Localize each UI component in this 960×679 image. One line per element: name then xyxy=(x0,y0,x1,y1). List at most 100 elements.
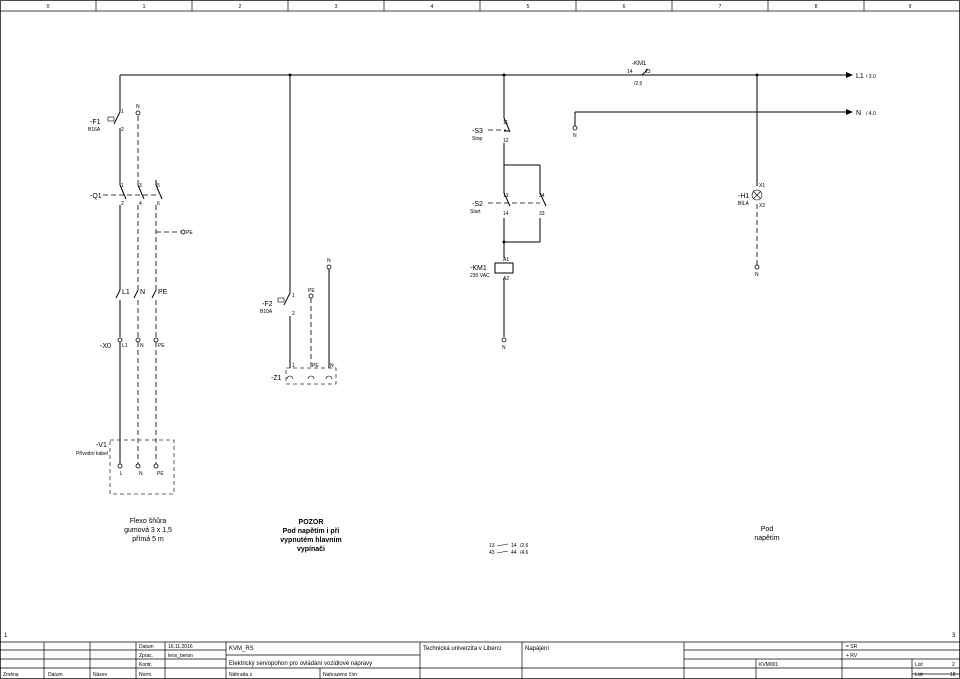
z1-socket: -Z1 1 PE N xyxy=(271,363,337,385)
s2-tag: -S2 xyxy=(472,201,483,208)
column-number: 4 xyxy=(431,4,434,10)
svg-text:N: N xyxy=(330,363,334,369)
svg-text:N: N xyxy=(140,343,144,349)
svg-text:Změna: Změna xyxy=(3,672,19,678)
drawing-number: KVM001 xyxy=(759,662,778,668)
svg-text:2: 2 xyxy=(292,311,295,317)
svg-text:1: 1 xyxy=(121,109,124,115)
svg-text:N: N xyxy=(139,471,143,477)
supply-column xyxy=(119,75,181,464)
svg-text:L1: L1 xyxy=(122,289,130,296)
svg-text:13: 13 xyxy=(645,69,651,75)
pe-terminal: PE xyxy=(180,229,193,236)
column-number: 5 xyxy=(527,4,530,10)
svg-text:B10A: B10A xyxy=(260,309,273,315)
n-output-label: N xyxy=(856,110,861,117)
svg-text:43: 43 xyxy=(489,550,495,556)
svg-text:Norm.: Norm. xyxy=(139,672,153,678)
column-number: 2 xyxy=(239,4,242,10)
warning-note: POZOR Pod napětím i při vypnutém hlavním… xyxy=(280,519,341,553)
svg-text:A2: A2 xyxy=(503,276,509,282)
svg-text:14: 14 xyxy=(511,543,517,549)
svg-text:13: 13 xyxy=(489,543,495,549)
svg-text:Pod: Pod xyxy=(761,526,774,533)
km1-coil: -KM1 230 VAC A1 A2 xyxy=(470,257,514,282)
km1-coil-tag: -KM1 xyxy=(470,265,487,272)
cable-conductors: L1 N PE xyxy=(115,289,168,299)
svg-text:/2.6: /2.6 xyxy=(520,543,529,549)
svg-text:PE: PE xyxy=(157,471,164,477)
svg-text:6: 6 xyxy=(157,201,160,207)
svg-text:+ RV: + RV xyxy=(846,653,858,659)
svg-text:List: List xyxy=(915,672,923,678)
q1-main-switch: -Q1 1 3 5 2 4 6 xyxy=(90,180,163,207)
svg-text:přímá 5 m: přímá 5 m xyxy=(132,536,164,543)
svg-text:Stop: Stop xyxy=(472,136,483,142)
svg-text:/2.5: /2.5 xyxy=(634,81,643,87)
svg-text:PE: PE xyxy=(158,343,165,349)
svg-text:N: N xyxy=(502,345,506,351)
svg-text:2: 2 xyxy=(121,201,124,207)
x0-terminal-strip: -X0 L1 N PE xyxy=(100,337,165,350)
svg-text:L1: L1 xyxy=(122,343,128,349)
column-numbers: 0 1 2 3 4 5 6 7 8 9 xyxy=(47,4,912,10)
socket-circuit: -F2 B10A 1 2 PE N xyxy=(260,75,332,368)
sheet-marker-left: 1 xyxy=(4,633,8,639)
l1-bus: L1 / 3.0 xyxy=(120,72,876,80)
v1-tag: -V1 xyxy=(96,442,107,449)
svg-text:5: 5 xyxy=(157,183,160,189)
h1-tag: -H1 xyxy=(738,193,749,200)
svg-text:Zprac.: Zprac. xyxy=(139,653,153,659)
svg-text:B16A: B16A xyxy=(88,127,101,133)
n-bus: N N / 4.0 xyxy=(572,109,876,139)
sheet-marker-right: 3 xyxy=(952,633,956,639)
svg-text:N: N xyxy=(755,272,759,278)
svg-text:Datum: Datum xyxy=(139,644,154,650)
project-name: KVM_RS xyxy=(229,646,254,652)
svg-text:PE: PE xyxy=(158,289,168,296)
column-number: 1 xyxy=(143,4,146,10)
svg-text:napětím: napětím xyxy=(754,535,779,542)
contact-cross-reference: 13 14 /2.6 43 44 /4.6 xyxy=(489,543,529,556)
f1-tag: -F1 xyxy=(90,119,101,126)
svg-text:N: N xyxy=(140,289,145,296)
svg-text:POZOR: POZOR xyxy=(299,519,324,526)
svg-text:Pod napětím i při: Pod napětím i při xyxy=(283,528,340,535)
svg-text:16.11.2016: 16.11.2016 xyxy=(168,644,193,650)
control-circuit: N xyxy=(501,75,541,351)
column-number: 8 xyxy=(815,4,818,10)
svg-text:Kontr.: Kontr. xyxy=(139,662,152,668)
s3-stop-button: -S3 Stop 11 12 xyxy=(472,117,511,144)
svg-text:Datum: Datum xyxy=(48,672,63,678)
v1-supply-cable: -V1 Přívodní kabel L N PE xyxy=(76,439,175,495)
svg-text:X2: X2 xyxy=(759,203,765,209)
svg-text:PE: PE xyxy=(308,288,315,294)
title-block: Datum 16.11.2016 Zprac. leos_beran Kontr… xyxy=(0,641,960,679)
svg-text:/4.6: /4.6 xyxy=(520,550,529,556)
l1-output-label: L1 xyxy=(856,73,864,80)
svg-text:A1: A1 xyxy=(503,257,509,263)
svg-text:44: 44 xyxy=(511,550,517,556)
svg-text:1: 1 xyxy=(292,363,295,369)
f1-breaker: -F1 B16A 1 2 N xyxy=(88,104,141,133)
svg-text:Nahrazeno čím: Nahrazeno čím xyxy=(323,672,357,678)
svg-text:PE: PE xyxy=(186,230,193,236)
svg-text:4: 4 xyxy=(139,201,142,207)
svg-text:1: 1 xyxy=(121,183,124,189)
z1-tag: -Z1 xyxy=(271,375,282,382)
svg-text:leos_beran: leos_beran xyxy=(168,653,193,659)
live-note: Pod napětím xyxy=(754,526,779,542)
sheet-total: 18 xyxy=(950,672,956,678)
column-number: 0 xyxy=(47,4,50,10)
f2-tag: -F2 xyxy=(262,301,273,308)
organization: Technická univerzita v Liberci xyxy=(423,646,501,652)
svg-text:X1: X1 xyxy=(759,183,765,189)
svg-text:BÍLÁ: BÍLÁ xyxy=(738,200,750,207)
s3-tag: -S3 xyxy=(472,128,483,135)
n-output-ref: / 4.0 xyxy=(866,111,876,117)
sheet-number: 2 xyxy=(952,662,955,668)
svg-text:2: 2 xyxy=(121,127,124,133)
svg-text:N: N xyxy=(327,258,331,264)
svg-text:14: 14 xyxy=(627,69,633,75)
column-dividers xyxy=(95,0,865,11)
